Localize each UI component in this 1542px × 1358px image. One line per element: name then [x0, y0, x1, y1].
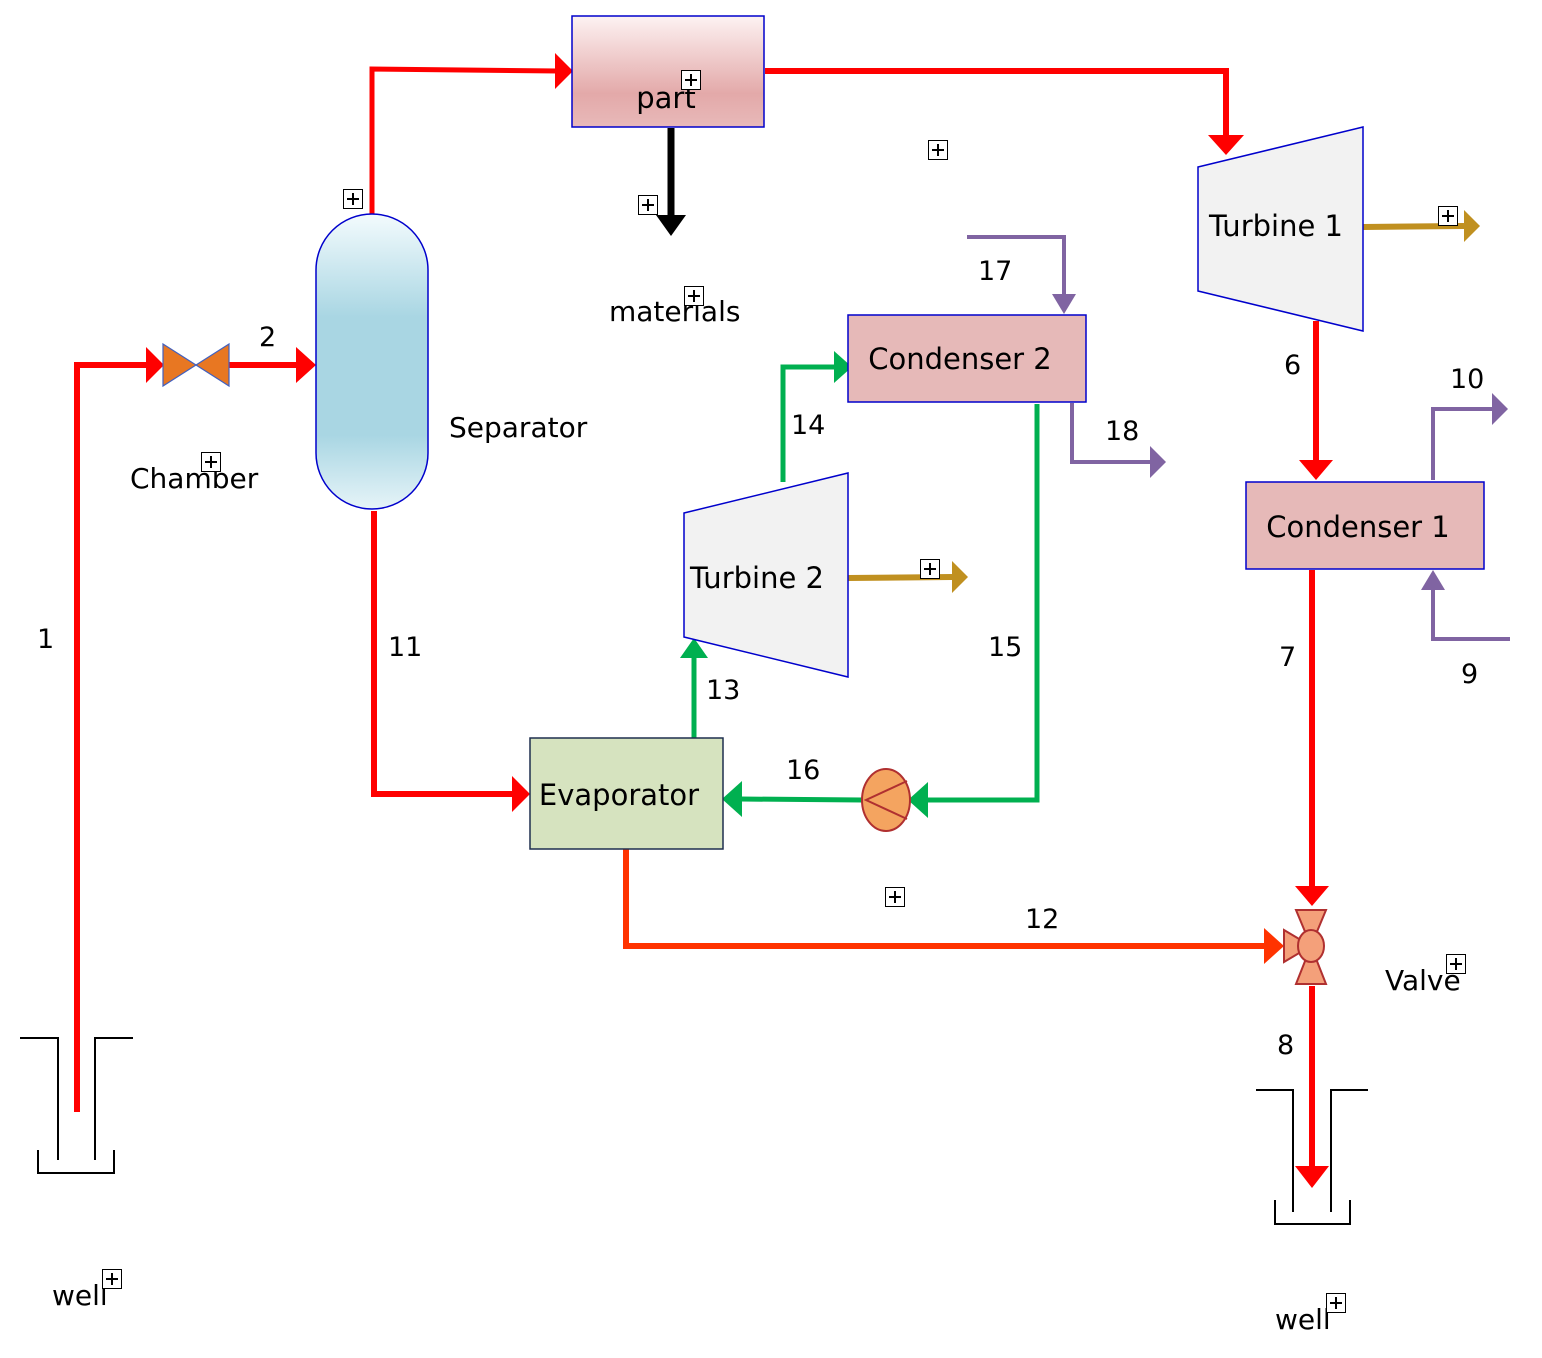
expand-icon[interactable] [1446, 954, 1466, 974]
stream-16 [722, 781, 863, 817]
valve[interactable] [1283, 909, 1328, 985]
evaporator[interactable]: Evaporator [529, 737, 724, 850]
stream-number: 7 [1279, 642, 1297, 673]
expand-icon[interactable] [684, 286, 704, 306]
stream-number: 11 [388, 632, 423, 663]
stream-number: 15 [988, 632, 1023, 663]
stream-number: 14 [791, 410, 826, 441]
condenser-1-label: Condenser 1 [1266, 510, 1450, 544]
expand-icon[interactable] [681, 70, 701, 90]
power-turbine1 [1362, 210, 1480, 242]
evaporator-label: Evaporator [539, 778, 699, 812]
expand-icon[interactable] [102, 1269, 122, 1289]
well-right-label: well [1275, 1303, 1331, 1336]
separator[interactable] [315, 213, 429, 510]
stream-11 [371, 511, 530, 812]
stream-number: 9 [1461, 659, 1479, 690]
stream-number: 1 [37, 624, 55, 655]
expand-icon[interactable] [638, 195, 658, 215]
stream-number: 8 [1277, 1030, 1295, 1061]
stream-13 [680, 638, 708, 738]
condenser-2[interactable]: Condenser 2 [847, 314, 1087, 403]
stream-number: 12 [1025, 904, 1060, 935]
turbine-1[interactable]: Turbine 1 [1197, 126, 1364, 332]
stream-14 [780, 351, 852, 482]
expand-icon[interactable] [1326, 1293, 1346, 1313]
expand-icon[interactable] [1438, 206, 1458, 226]
chamber-label: Chamber [130, 462, 259, 495]
expand-icon[interactable] [201, 452, 221, 472]
stream-10 [1431, 393, 1508, 480]
stream-number: 10 [1450, 364, 1485, 395]
stream-18 [1070, 403, 1166, 478]
pump[interactable] [861, 768, 911, 832]
expand-icon[interactable] [928, 140, 948, 160]
condenser-2-label: Condenser 2 [868, 342, 1052, 376]
stream-8 [1295, 986, 1329, 1188]
turbine-2-label: Turbine 2 [689, 561, 824, 595]
stream-materials [656, 128, 686, 236]
expand-icon[interactable] [920, 559, 940, 579]
expand-icon[interactable] [885, 887, 905, 907]
turbine-1-label: Turbine 1 [1208, 209, 1343, 243]
chamber[interactable] [162, 342, 230, 388]
stream-part-to-turbine1 [765, 68, 1244, 155]
stream-9 [1421, 570, 1510, 641]
materials-label: materials [609, 295, 741, 328]
stream-number: 6 [1284, 350, 1302, 381]
well-right [1256, 1089, 1368, 1225]
turbine-2[interactable]: Turbine 2 [683, 472, 849, 678]
expand-icon[interactable] [343, 189, 363, 209]
well-left-label: well [52, 1279, 108, 1312]
stream-number: 2 [259, 322, 277, 353]
stream-number: 13 [706, 675, 741, 706]
condenser-1[interactable]: Condenser 1 [1245, 481, 1485, 570]
stream-number: 17 [978, 256, 1013, 287]
stream-number: 18 [1105, 416, 1140, 447]
stream-12 [623, 849, 1284, 964]
stream-1-2 [74, 347, 316, 1112]
power-turbine2 [847, 561, 968, 593]
stream-number: 16 [786, 755, 821, 786]
separator-label: Separator [449, 411, 588, 444]
well-left [20, 1037, 133, 1174]
stream-17 [967, 235, 1076, 314]
part[interactable]: part [571, 15, 765, 128]
stream-6 [1299, 321, 1333, 480]
stream-15 [908, 404, 1040, 818]
stream-separator-to-part [369, 53, 573, 214]
stream-7 [1295, 570, 1329, 906]
